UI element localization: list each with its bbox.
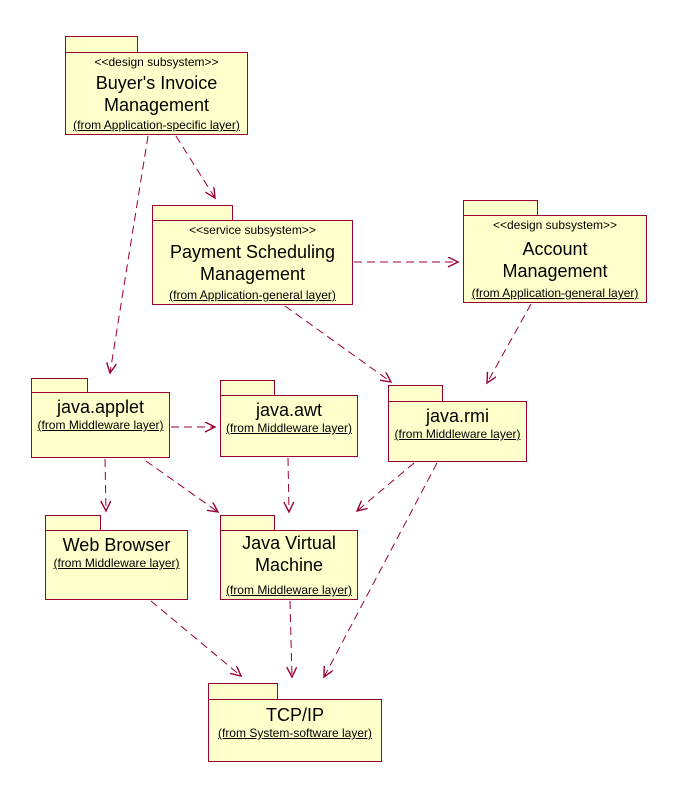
dependency-arrow-bim-to-applet [110, 135, 149, 373]
package-from-label: (from Middleware layer) [53, 556, 180, 570]
package-tab [208, 683, 278, 699]
package-tab [152, 205, 233, 220]
package-name: Buyer's Invoice Management [95, 73, 218, 115]
dependency-arrow-applet-to-jvm [145, 460, 218, 512]
dependency-arrow-psm-to-rmi [284, 305, 391, 382]
package-name: java.awt [255, 400, 323, 420]
package-from-label: (from Middleware layer) [225, 421, 353, 435]
package-from-label: (from System-software layer) [217, 726, 373, 740]
package-from-label: (from Application-general layer) [471, 286, 639, 300]
dependency-arrow-awt-to-jvm [288, 457, 289, 512]
package-from-label: (from Middleware layer) [37, 418, 164, 432]
stereotype-label: <<design subsystem>> [94, 55, 219, 69]
package-name: Account Management [502, 238, 608, 281]
package-tab [388, 385, 443, 401]
package-tab [31, 378, 88, 392]
package-name: java.rmi [425, 406, 489, 426]
package-from-label: (from Application-specific layer) [73, 118, 240, 132]
package-name: java.applet [56, 397, 145, 417]
dependency-arrow-jvm-to-tcpip [290, 600, 292, 677]
dependency-arrow-bim-to-psm [175, 135, 215, 198]
dependency-arrow-account-to-rmi [487, 303, 532, 383]
package-tab [463, 200, 538, 215]
stereotype-label: <<design subsystem>> [492, 218, 618, 232]
package-name: Java Virtual Machine [242, 533, 336, 575]
stereotype-label: <<service subsystem>> [189, 223, 316, 237]
package-tab [45, 515, 101, 530]
package-from-label: (from Middleware layer) [225, 583, 353, 597]
package-tab [220, 515, 275, 530]
dependency-arrow-applet-to-browser [105, 458, 106, 511]
package-tab [65, 36, 138, 52]
package-name: Payment Scheduling Management [169, 242, 336, 284]
package-tab [220, 380, 275, 395]
dependency-arrow-browser-to-tcpip [150, 600, 241, 676]
package-name: Web Browser [62, 535, 171, 555]
package-name: TCP/IP [265, 705, 324, 725]
package-from-label: (from Middleware layer) [394, 427, 521, 441]
package-from-label: (from Application-general layer) [169, 288, 336, 302]
dependency-arrow-rmi-to-jvm [357, 462, 415, 511]
